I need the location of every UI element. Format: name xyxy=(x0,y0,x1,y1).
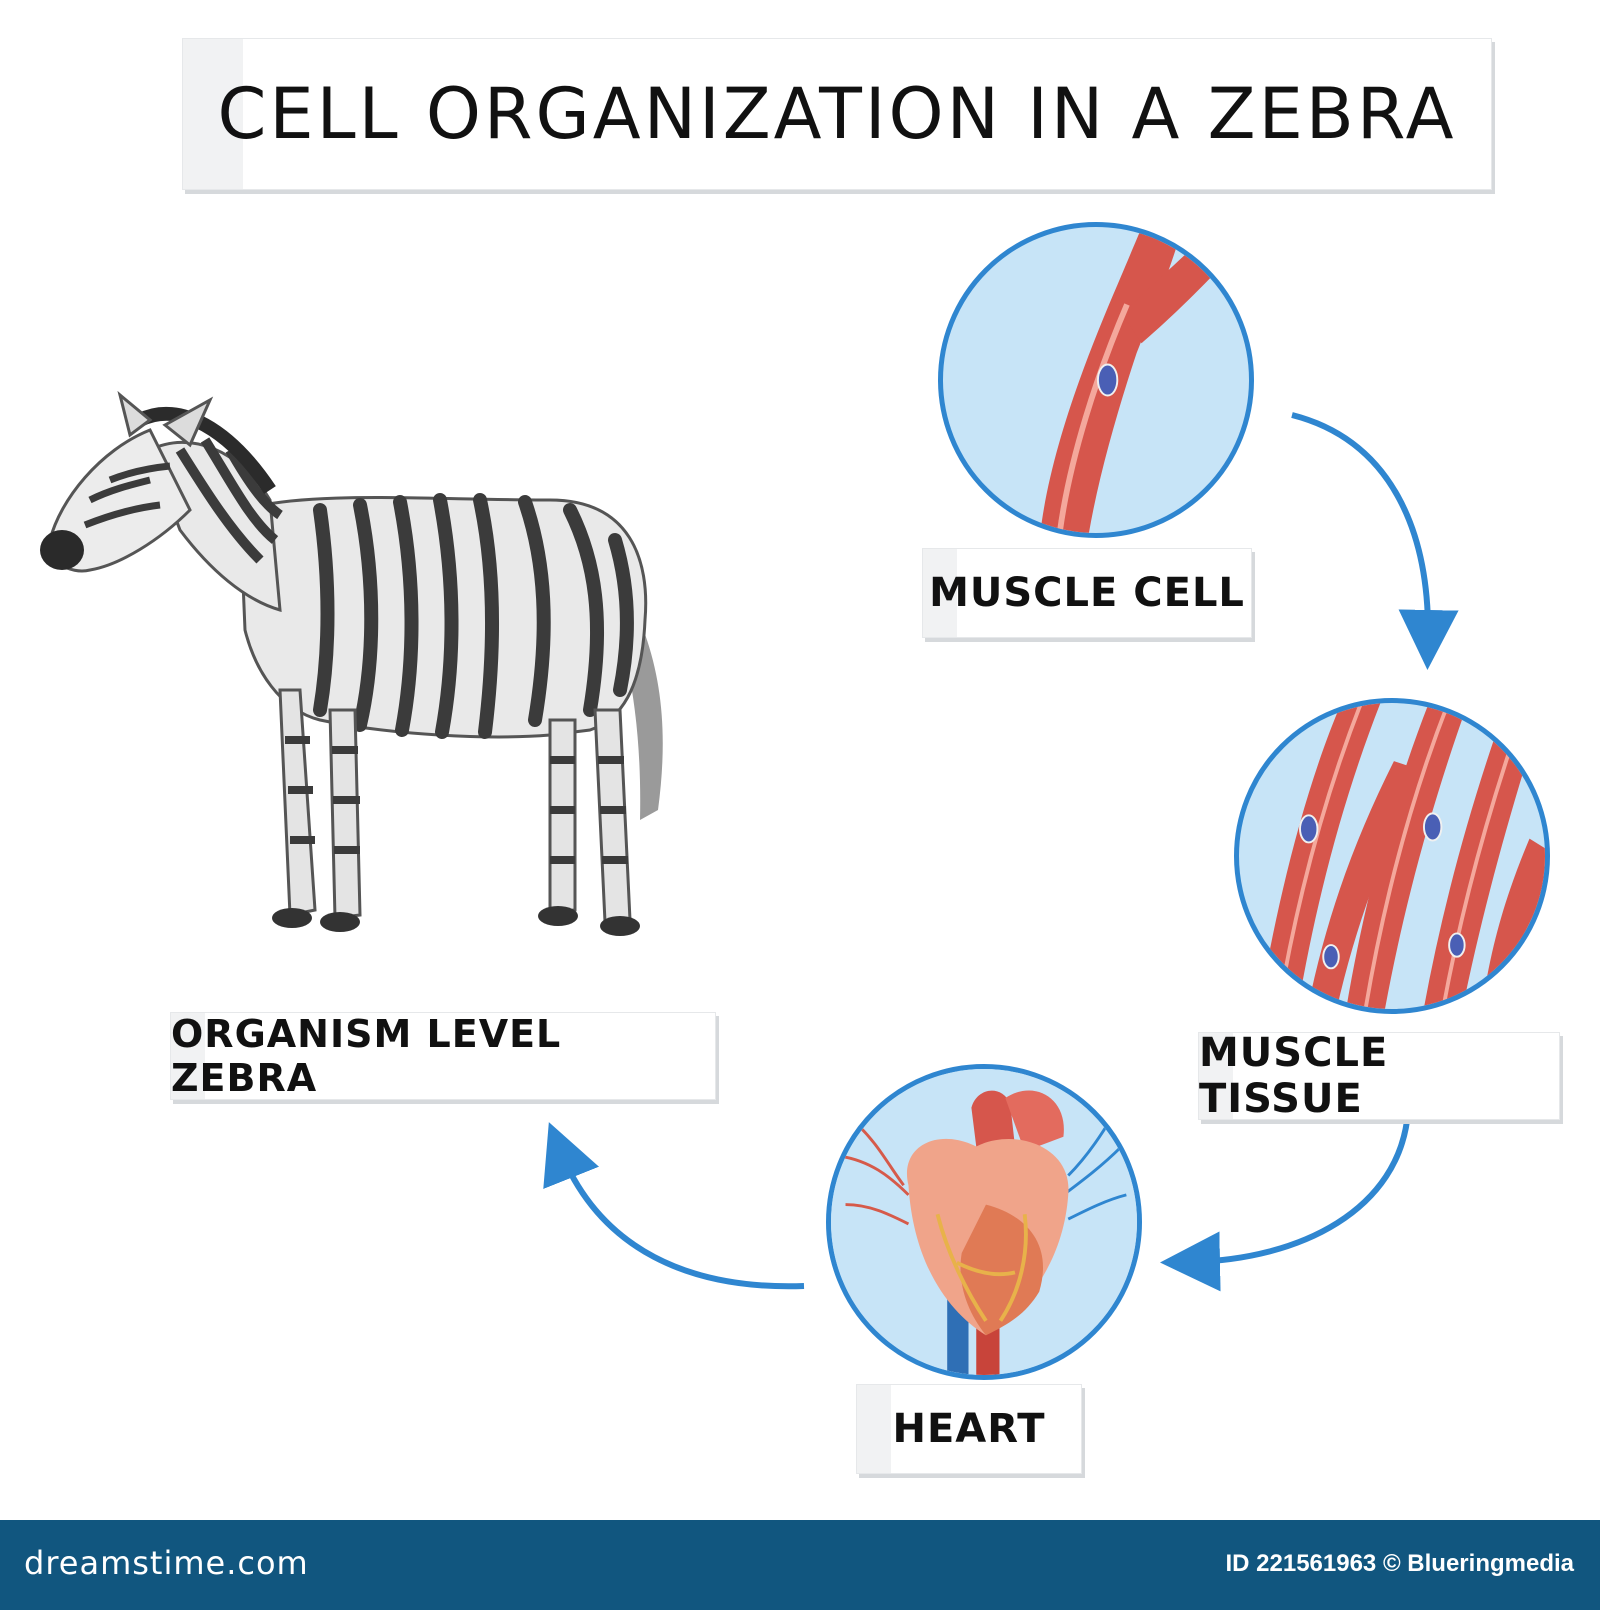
label-muscle-tissue: MUSCLE TISSUE xyxy=(1198,1030,1560,1122)
footer-brand[interactable]: dreamstime.com xyxy=(24,1544,309,1582)
label-heart-text: HEART xyxy=(892,1406,1046,1452)
title-banner: CELL ORGANIZATION IN A ZEBRA xyxy=(182,38,1492,190)
page-title: CELL ORGANIZATION IN A ZEBRA xyxy=(217,73,1457,155)
arrow-heart-to-organism xyxy=(543,1122,805,1290)
muscle-tissue-icon xyxy=(1234,698,1550,1014)
label-organism-text: ORGANISM LEVEL ZEBRA xyxy=(171,1012,562,1100)
label-organism: ORGANISM LEVEL ZEBRA xyxy=(170,1012,716,1100)
footer-bar: dreamstime.com ID 221561963 © Blueringme… xyxy=(0,1520,1600,1610)
muscle-cell-icon xyxy=(938,222,1254,538)
label-heart: HEART xyxy=(856,1384,1082,1474)
footer-credit: ID 221561963 © Blueringmedia xyxy=(1225,1550,1574,1577)
label-muscle-cell: MUSCLE CELL xyxy=(922,548,1252,638)
label-muscle-tissue-text: MUSCLE TISSUE xyxy=(1199,1030,1389,1122)
zebra-illustration xyxy=(40,390,663,936)
arrow-cell-to-tissue xyxy=(1291,412,1459,670)
arrow-tissue-to-heart xyxy=(1160,1111,1411,1292)
label-muscle-cell-text: MUSCLE CELL xyxy=(929,570,1245,616)
heart-icon xyxy=(826,1064,1142,1380)
